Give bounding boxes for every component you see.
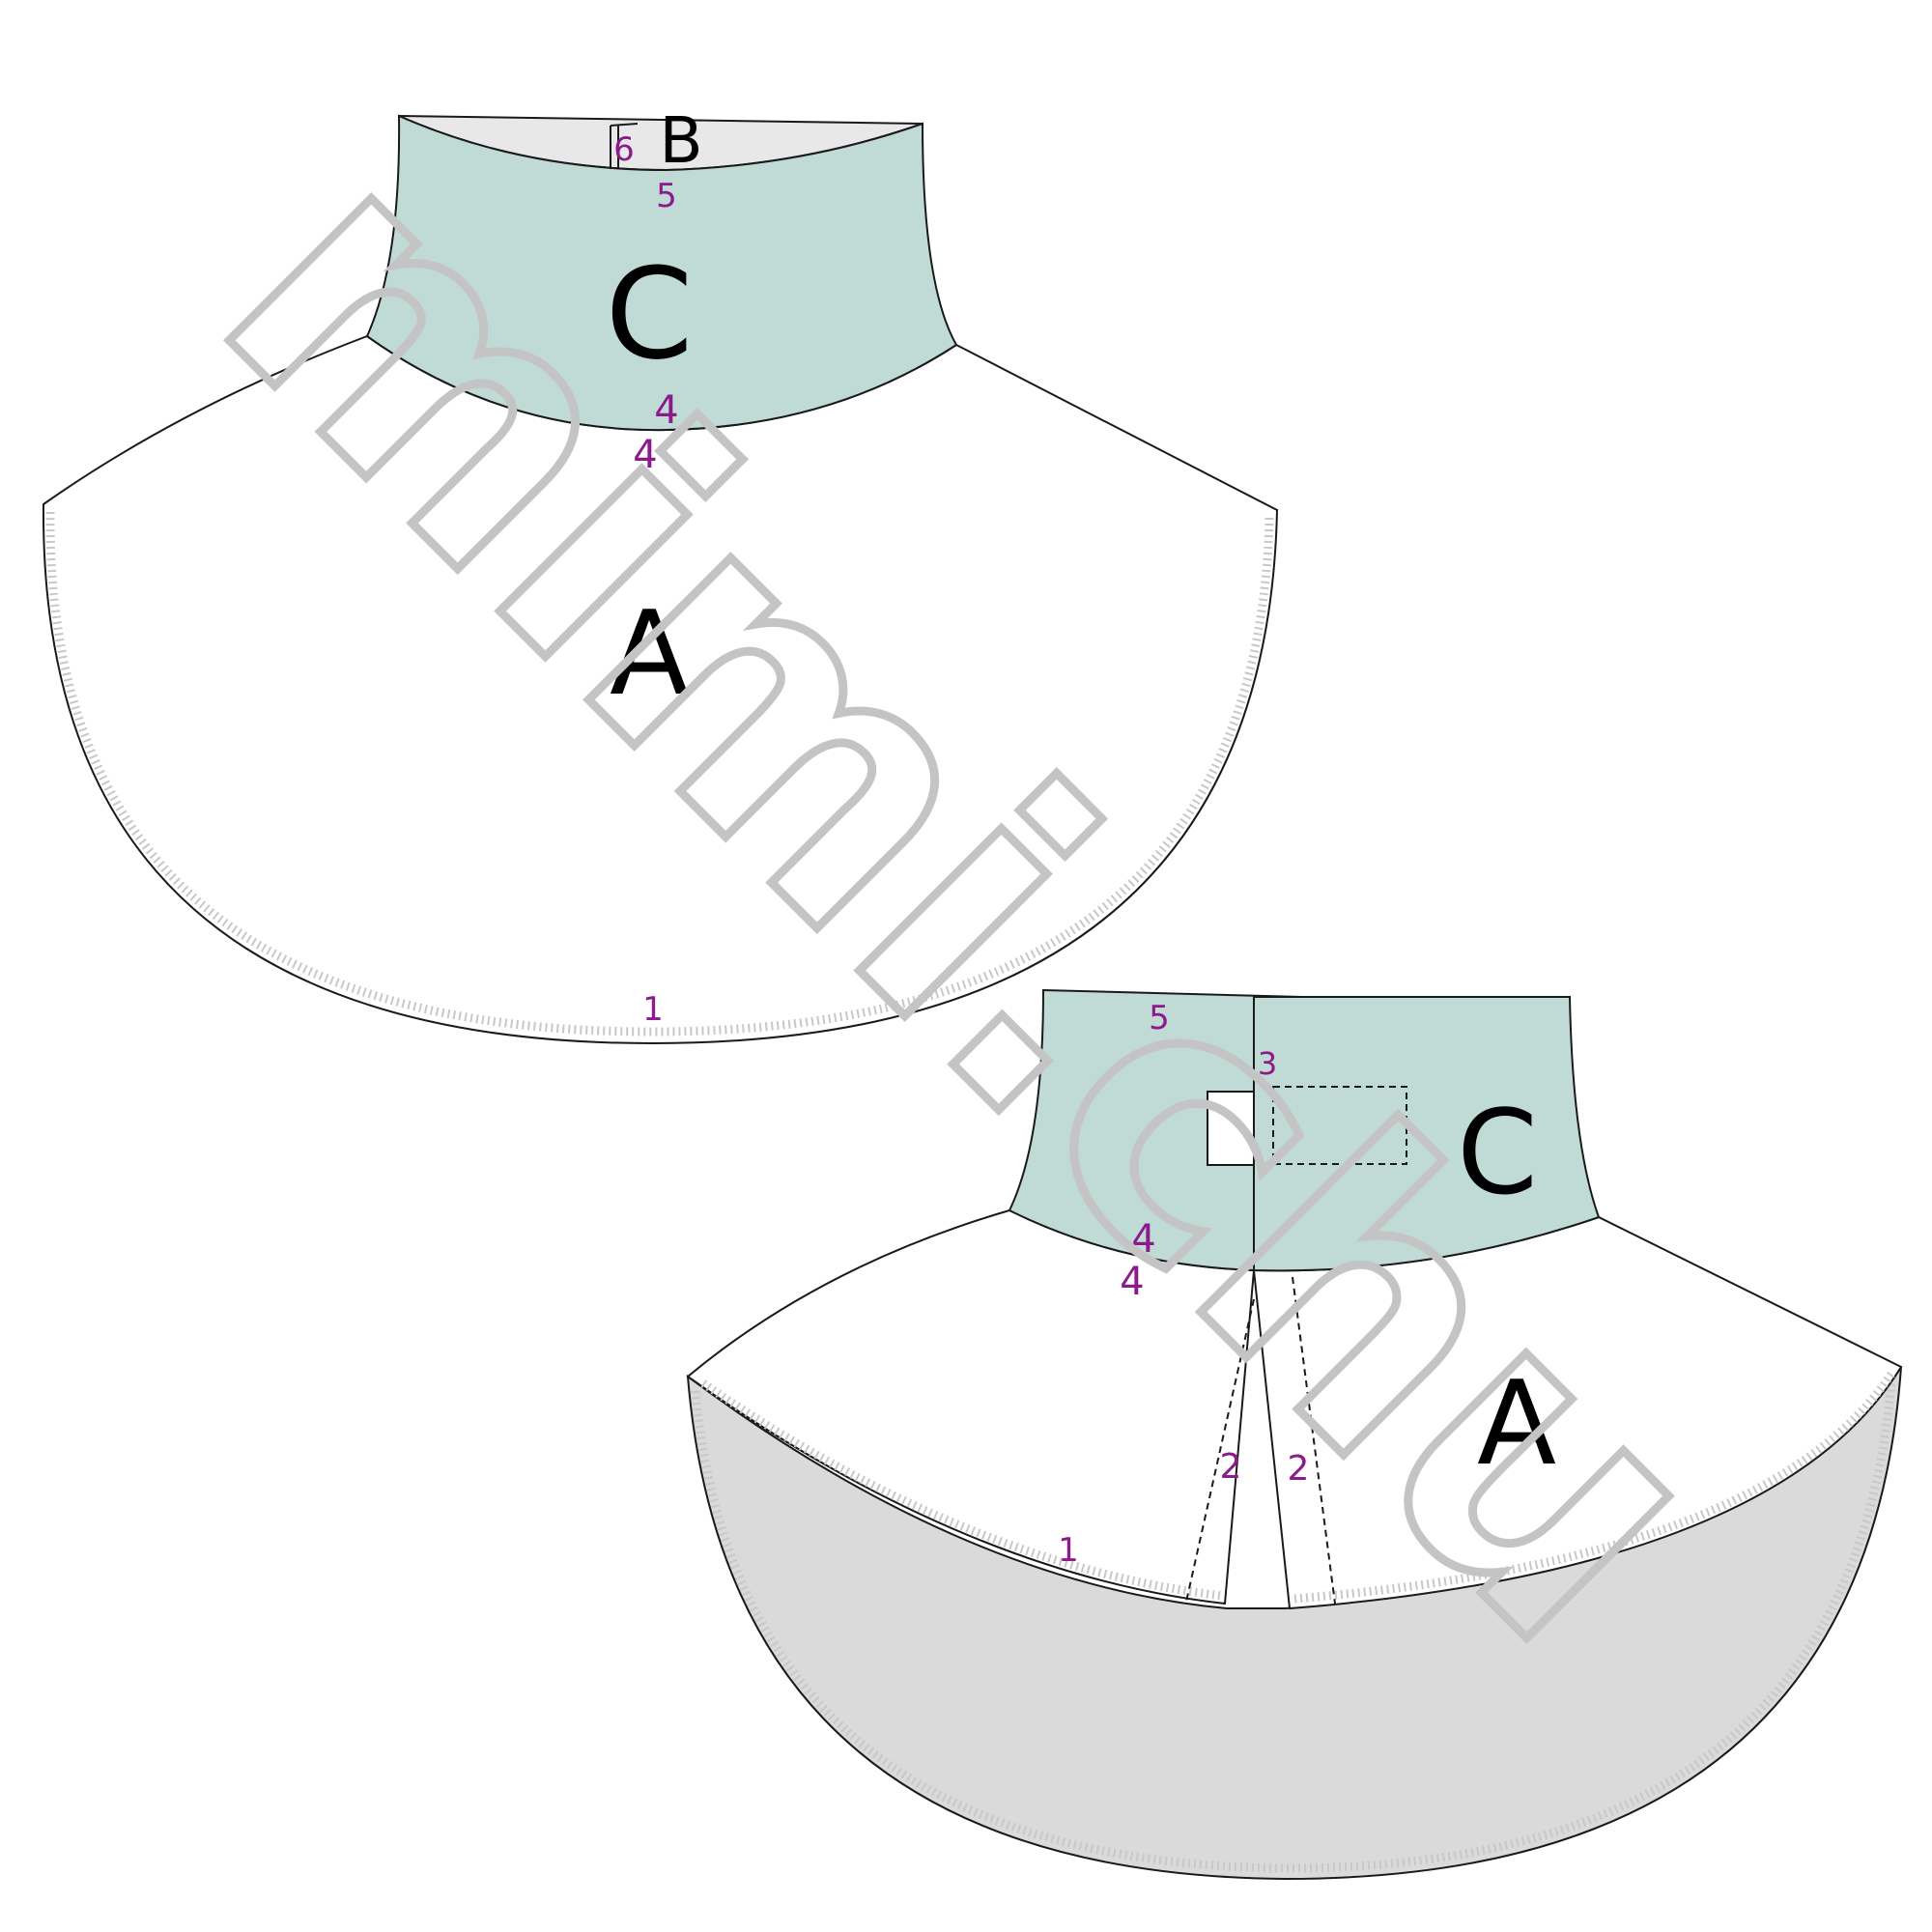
front-view: B C A 6 5 4 4 1	[42, 103, 1279, 1045]
front-num-4-upper: 4	[654, 388, 678, 433]
back-cape-right-hem	[1293, 1371, 1895, 1604]
front-tab-b	[610, 123, 639, 169]
back-label-c: C	[1457, 1087, 1538, 1221]
back-collar-right	[1253, 996, 1601, 1272]
back-slit-seam-left	[1185, 1298, 1255, 1603]
back-button-tab	[1207, 1091, 1255, 1166]
back-slit-seam-right	[1292, 1276, 1336, 1605]
back-underside-lining	[686, 1366, 1902, 1881]
back-num-5: 5	[1149, 999, 1170, 1037]
back-tab-placement-mark	[1272, 1086, 1407, 1165]
back-view: C A 5 3 4 4 2 2 1	[686, 988, 1903, 1881]
back-num-2-right: 2	[1288, 1449, 1310, 1489]
back-num-1: 1	[1058, 1531, 1079, 1570]
front-label-b: B	[659, 103, 702, 178]
front-label-c: C	[606, 241, 694, 387]
front-num-4-lower: 4	[633, 433, 657, 477]
front-collar-c	[365, 114, 958, 432]
back-label-a: A	[1477, 1357, 1556, 1492]
front-label-a: A	[610, 587, 689, 722]
back-cape-left-hem	[700, 1379, 1223, 1601]
back-num-4-lower: 4	[1120, 1260, 1144, 1304]
back-collar-left	[1008, 988, 1303, 1272]
back-num-4-upper: 4	[1131, 1217, 1155, 1262]
front-num-6: 6	[613, 130, 635, 169]
front-hem-stitching	[45, 511, 1274, 1037]
back-num-3: 3	[1258, 1045, 1277, 1082]
front-num-5: 5	[656, 177, 677, 215]
back-num-2-left: 2	[1220, 1447, 1242, 1487]
front-num-1: 1	[642, 990, 664, 1029]
